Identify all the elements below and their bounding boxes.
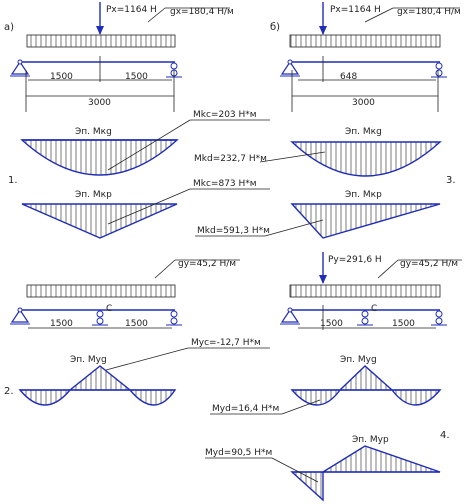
span-left-y-b: 1500: [320, 319, 343, 329]
span-left-a: 1500: [50, 72, 73, 82]
label-1: 1.: [8, 175, 18, 186]
moment-diagram-mkg-a: Эп. Mкg Mkc=203 Н*м: [20, 110, 270, 176]
myd-p-label: Myd=90,5 Н*м: [205, 448, 272, 458]
mkd-p-label: Mkd=591,3 Н*м: [197, 226, 270, 236]
label-3: 3.: [446, 175, 456, 186]
beam-a: gx=180,4 Н/м Px=1164 Н 1500 1500 3000: [10, 2, 234, 112]
gy-label-a: gy=45,2 Н/м: [178, 259, 236, 269]
ep-myg-a: Эп. Myg: [70, 355, 107, 365]
moment-diagram-mkp-a: Эп. Mкp Mkc=873 Н*м: [21, 179, 270, 239]
moment-diagram-mkp-b: Эп. Mкp Mkd=591,3 Н*м: [195, 190, 441, 239]
px-label-b: Px=1164 Н: [330, 5, 381, 15]
beam-b: gx=180,4 Н/м Px=1164 Н 648 3000: [280, 2, 461, 112]
total-a: 3000: [88, 98, 111, 108]
gy-label-b: gy=45,2 Н/м: [400, 259, 458, 269]
ep-myg-b: Эп. Myg: [340, 355, 377, 365]
moment-diagram-myg-b: Эп. Myg Myd=16,4 Н*м: [210, 355, 442, 415]
label-a: а): [4, 22, 14, 33]
ep-myp: Эп. Myp: [352, 435, 389, 445]
label-2: 2.: [4, 386, 14, 397]
distributed-load-b: [289, 34, 441, 48]
total-b: 3000: [352, 98, 375, 108]
gx-label-b: gx=180,4 Н/м: [397, 7, 461, 17]
pin-support-b: [280, 60, 300, 75]
support-c-b: C: [371, 304, 377, 314]
roller-support-a: [170, 62, 178, 70]
span-left-y-a: 1500: [50, 319, 73, 329]
roller-support-b: [435, 62, 443, 70]
span-right-y-b: 1500: [392, 319, 415, 329]
py-label: Py=291,6 Н: [328, 255, 382, 265]
ep-mkg-a: Эп. Mкg: [75, 127, 112, 137]
label-4: 4.: [440, 430, 450, 441]
mkd-label: Mkd=232,7 Н*м: [194, 154, 267, 164]
moment-diagram-myg-a: Эп. Myg Myc=-12,7 Н*м: [18, 338, 270, 406]
mkc-p-label: Mkc=873 Н*м: [193, 179, 257, 189]
distributed-load-y-b: [289, 284, 441, 298]
distributed-load-y-a: [26, 284, 176, 298]
px-label-a: Px=1164 Н: [106, 5, 157, 15]
label-b: б): [270, 22, 280, 33]
support-c-a: C: [106, 304, 112, 314]
beam-y-b: gy=45,2 Н/м Py=291,6 Н C 1500 1500: [280, 252, 462, 330]
span-right-a: 1500: [125, 72, 148, 82]
mkc-label: Mkc=203 Н*м: [193, 110, 257, 120]
ep-mkp-b: Эп. Mкp: [345, 190, 382, 200]
moment-diagram-myp: Эп. Myp Myd=90,5 Н*м: [205, 435, 441, 502]
span-b-left: 648: [340, 72, 357, 82]
myd-label: Myd=16,4 Н*м: [212, 404, 279, 414]
moment-diagram-mkg-b: Эп. Mкg Mkd=232,7 Н*м: [194, 127, 442, 177]
ep-mkg-b: Эп. Mкg: [345, 127, 382, 137]
beam-y-a: gy=45,2 Н/м C 1500 1500: [10, 259, 240, 329]
span-right-y-a: 1500: [125, 319, 148, 329]
distributed-load-a: [26, 34, 176, 48]
gx-label-a: gx=180,4 Н/м: [170, 7, 234, 17]
myc-label: Myc=-12,7 Н*м: [191, 338, 261, 348]
ep-mkp-a: Эп. Mкp: [75, 190, 112, 200]
pin-support-a: [10, 60, 30, 75]
